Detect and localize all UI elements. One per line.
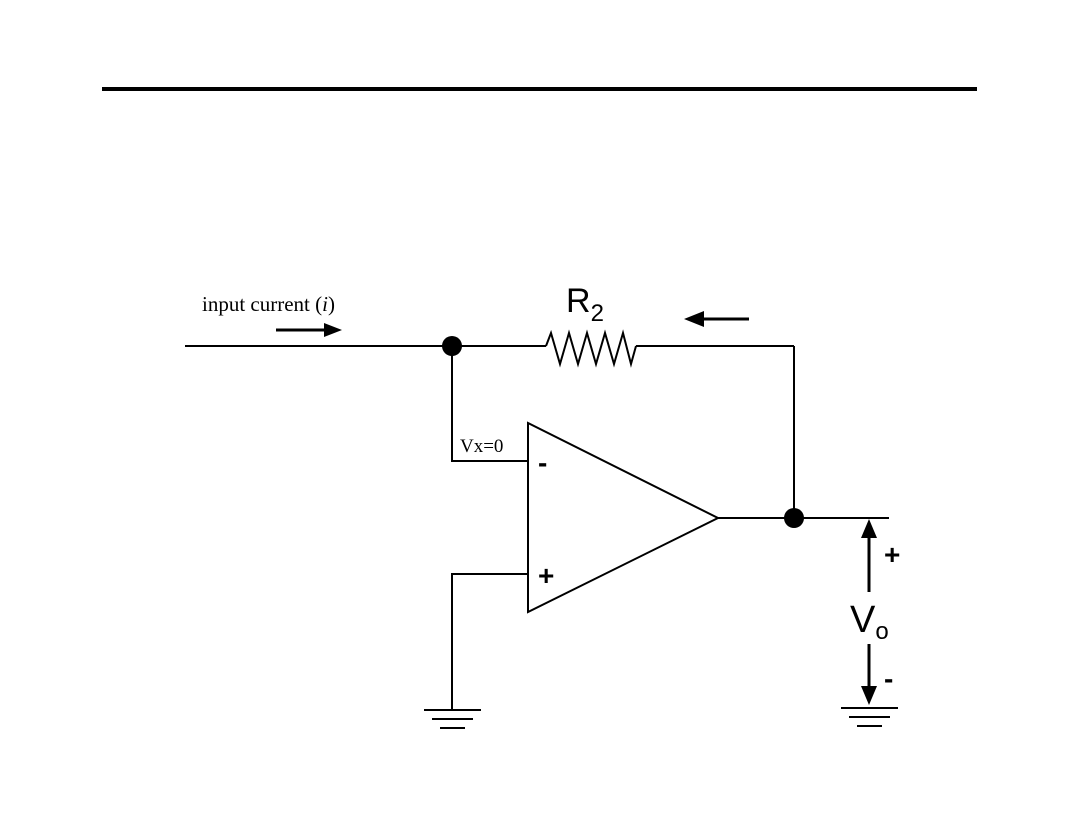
output-voltage-up-arrow-icon — [861, 519, 877, 592]
noninverting-input-wire — [451, 573, 528, 710]
inverting-input-wire — [451, 346, 528, 462]
ground-right-icon — [841, 707, 898, 727]
resistor-r2 — [545, 329, 637, 368]
resistor-label: R2 — [566, 282, 604, 327]
noninverting-input-sign: + — [538, 560, 554, 591]
ground-left-icon — [424, 709, 481, 729]
output-junction-node — [784, 508, 804, 528]
output-plus-sign: + — [884, 539, 900, 570]
input-current-label: input current (i) — [202, 292, 335, 316]
op-amp — [527, 421, 721, 614]
inverting-input-sign: - — [538, 447, 547, 478]
input-current-arrow-icon — [276, 323, 342, 337]
output-voltage-label: Vo — [850, 599, 889, 645]
node-voltage-label: Vx=0 — [460, 436, 503, 457]
feedback-current-arrow-icon — [684, 311, 749, 327]
output-voltage-down-arrow-icon — [861, 644, 877, 705]
output-minus-sign: - — [884, 663, 893, 694]
